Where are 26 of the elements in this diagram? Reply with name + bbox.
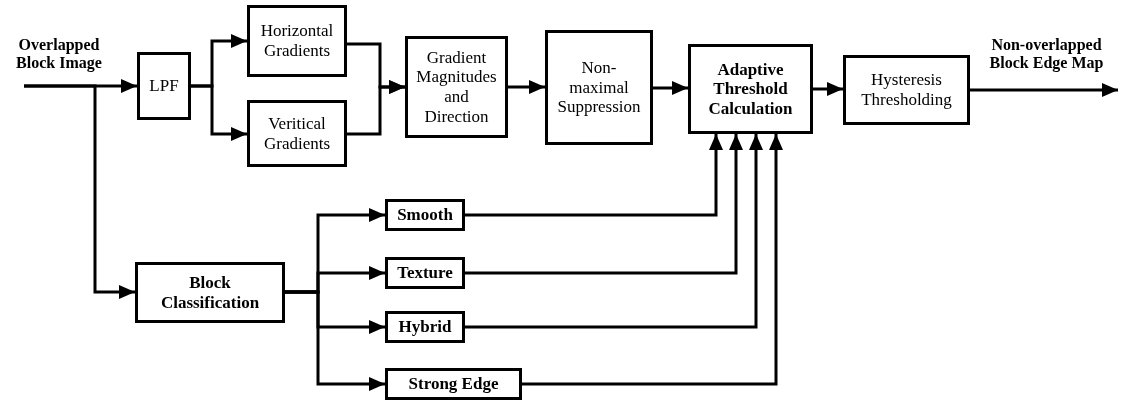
class-box: Strong Edge: [385, 368, 522, 400]
arrow: [347, 80, 405, 136]
process-box: Horizontal Gradients: [247, 5, 347, 77]
process-box: Hysteresis Thresholding: [843, 55, 970, 125]
process-box: Veritical Gradients: [247, 100, 347, 167]
arrow: [813, 82, 843, 96]
arrow: [653, 81, 688, 95]
output-label: Non-overlapped Block Edge Map: [975, 36, 1118, 90]
arrow: [24, 84, 135, 299]
process-box: Block Classification: [135, 262, 285, 323]
arrow: [465, 134, 723, 217]
arrow: [508, 80, 545, 94]
process-box: LPF: [137, 52, 191, 120]
input-label: Overlapped Block Image: [4, 36, 114, 86]
arrow: [522, 134, 783, 386]
arrow: [285, 290, 385, 391]
process-box: Non-maximal Suppression: [545, 30, 653, 145]
class-box: Texture: [385, 257, 465, 289]
arrow: [465, 134, 743, 275]
class-box: Smooth: [385, 199, 465, 231]
arrow: [191, 84, 247, 141]
process-box: Adaptive Threshold Calculation: [688, 44, 813, 134]
arrow: [970, 83, 1118, 97]
process-box: Gradient Magnitudes and Direction: [405, 36, 508, 138]
arrow: [465, 134, 763, 329]
class-box: Hybrid: [385, 311, 465, 343]
